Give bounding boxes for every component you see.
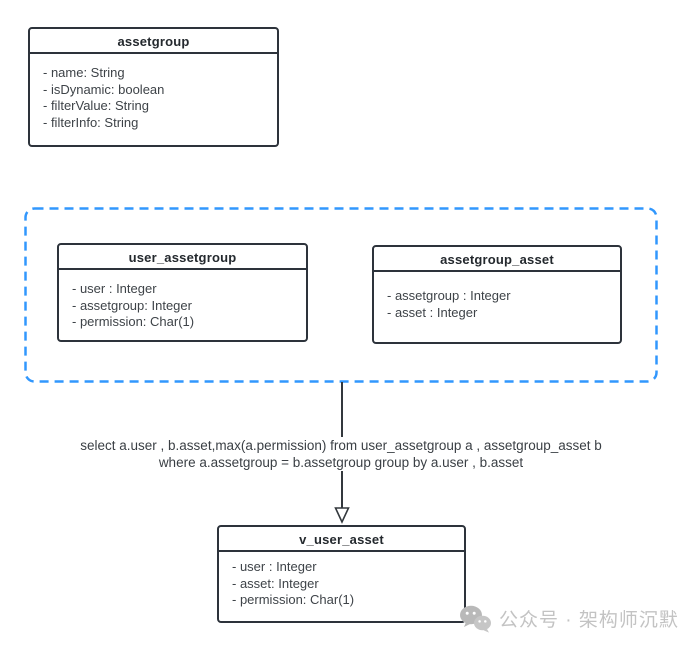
dashed-group-outline	[24, 207, 658, 383]
entity-v-user-asset-title: v_user_asset	[219, 527, 464, 552]
sql-annotation: select a.user , b.asset,max(a.permission…	[51, 437, 631, 471]
field-filterinfo: - filterInfo: String	[43, 114, 139, 130]
entity-user-assetgroup: user_assetgroup - user : Integer - asset…	[57, 243, 308, 342]
entity-user-assetgroup-fields: - user : Integer - assetgroup: Integer -…	[59, 270, 306, 331]
sql-annotation-line2: where a.assetgroup = b.assetgroup group …	[158, 455, 524, 470]
field-filtervalue: - filterValue: String	[43, 98, 149, 113]
entity-assetgroup-title: assetgroup	[30, 29, 277, 54]
sql-annotation-line1: select a.user , b.asset,max(a.permission…	[80, 438, 602, 453]
watermark-text: 公众号 · 架构师沉默	[499, 610, 679, 631]
entity-v-user-asset: v_user_asset - user : Integer - asset: I…	[217, 525, 466, 623]
entity-assetgroup-asset-title: assetgroup_asset	[374, 247, 620, 272]
field-user: - user : Integer	[232, 559, 317, 574]
entity-user-assetgroup-title: user_assetgroup	[59, 245, 306, 270]
field-asset: - asset: Integer	[232, 575, 319, 591]
field-isdynamic: - isDynamic: boolean	[43, 81, 165, 97]
field-permission: - permission: Char(1)	[72, 314, 195, 329]
entity-assetgroup-asset-fields: - assetgroup : Integer - asset : Integer	[374, 272, 620, 321]
wechat-icon	[459, 604, 492, 633]
field-name: - name: String	[43, 65, 125, 80]
entity-assetgroup: assetgroup - name: String - isDynamic: b…	[28, 27, 279, 147]
entity-assetgroup-fields: - name: String - isDynamic: boolean - fi…	[30, 54, 277, 131]
field-assetgroup: - assetgroup: Integer	[72, 297, 192, 313]
entity-assetgroup-asset: assetgroup_asset - assetgroup : Integer …	[372, 245, 622, 344]
field-assetgroup: - assetgroup : Integer	[387, 288, 511, 303]
watermark: 公众号 · 架构师沉默	[459, 604, 679, 633]
field-asset: - asset : Integer	[387, 304, 478, 320]
entity-v-user-asset-fields: - user : Integer - asset: Integer - perm…	[219, 552, 464, 609]
field-user: - user : Integer	[72, 281, 157, 296]
field-permission: - permission: Char(1)	[232, 592, 355, 607]
